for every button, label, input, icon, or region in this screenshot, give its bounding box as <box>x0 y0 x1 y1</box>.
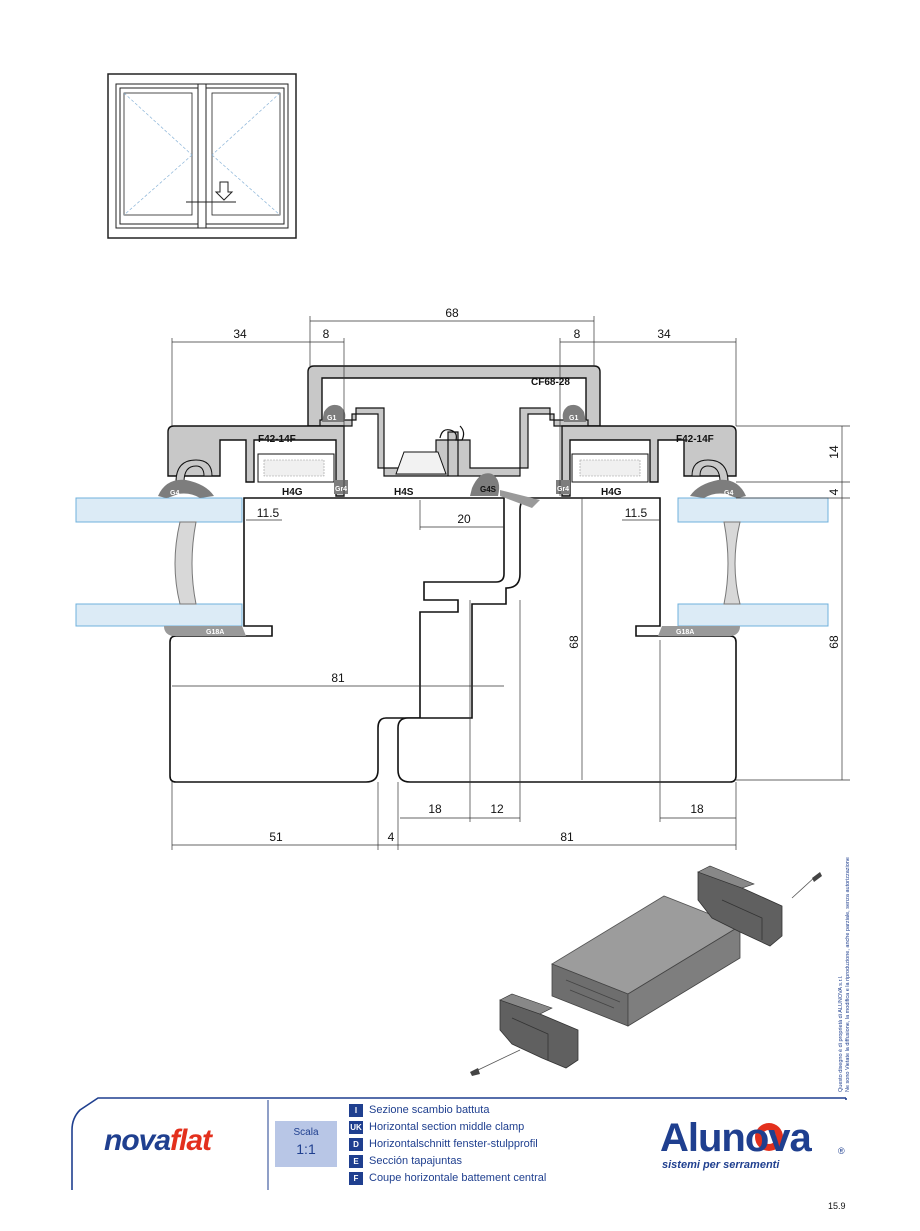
lang-row-de: D Horizontalschnitt fenster-stulpprofil <box>349 1136 546 1152</box>
dim-81-bottom: 81 <box>560 830 574 844</box>
isometric-render <box>470 865 822 1076</box>
label-g1-left: G1 <box>327 415 336 422</box>
dim-20: 20 <box>457 512 471 526</box>
dim-51: 51 <box>269 830 283 844</box>
lang-text: Horizontalschnitt fenster-stulpprofil <box>369 1138 538 1150</box>
language-list: I Sezione scambio battuta UK Horizontal se… <box>349 1102 546 1187</box>
lang-text: Coupe horizontale battement central <box>369 1172 547 1184</box>
dimension-labels: 68 34 8 8 34 14 4 11.5 11.5 20 81 68 68 … <box>233 306 841 844</box>
label-h4g-right: H4G <box>601 487 622 498</box>
frame-profile-left <box>167 425 345 497</box>
scale-value: 1:1 <box>296 1141 316 1157</box>
label-f42-right: F42-14F <box>676 434 714 445</box>
lang-code: F <box>349 1171 363 1185</box>
dim-34-right: 34 <box>657 327 671 341</box>
dim-18-right: 18 <box>690 802 704 816</box>
copyright-line-2: Ne sono Vietate la diffusione, la modifi… <box>845 857 851 1092</box>
right-sash-body <box>397 497 737 783</box>
dim-68-top: 68 <box>445 306 459 320</box>
lang-row-fr: F Coupe horizontale battement central <box>349 1170 546 1186</box>
label-cf68-28: CF68-28 <box>531 377 570 388</box>
novaflat-brand: novaflat <box>104 1124 212 1158</box>
copyright-line-1: Questo disegno è di proprietà di ALUNOVA… <box>838 975 844 1092</box>
dim-68-right: 68 <box>827 635 841 649</box>
page-number: 15.9 <box>828 1201 846 1211</box>
lang-code: UK <box>349 1120 363 1134</box>
alunova-tagline: sistemi per serramenti <box>662 1159 780 1171</box>
brand-flat: flat <box>170 1124 212 1157</box>
brand-nova: nova <box>104 1124 171 1157</box>
glass-panes <box>75 497 829 627</box>
lang-text: Sezione scambio battuta <box>369 1104 490 1116</box>
dim-81-left: 81 <box>331 671 345 685</box>
label-f42-left: F42-14F <box>258 434 296 445</box>
label-gr4-left: Gr4 <box>335 486 347 493</box>
left-sash-body <box>169 497 505 783</box>
label-h4s: H4S <box>394 487 414 498</box>
dim-8-right: 8 <box>574 327 581 341</box>
dim-18-left: 18 <box>428 802 442 816</box>
gaskets <box>158 404 746 636</box>
scale-label: Scala <box>293 1127 319 1138</box>
lang-text: Sección tapajuntas <box>369 1155 462 1167</box>
registered-mark: ® <box>838 1146 845 1156</box>
window-elevation-icon <box>107 73 297 239</box>
lang-row-it: I Sezione scambio battuta <box>349 1102 546 1118</box>
frame-profile-right <box>561 425 737 497</box>
lang-code: I <box>349 1103 363 1117</box>
label-g1-right: G1 <box>569 415 578 422</box>
footer-frame <box>71 1097 847 1190</box>
label-g18a-right: G18A <box>676 629 694 636</box>
dim-34-left: 34 <box>233 327 247 341</box>
dim-11-5-right: 11.5 <box>625 506 648 520</box>
dim-4-bottom: 4 <box>388 830 395 844</box>
lang-row-es: E Sección tapajuntas <box>349 1153 546 1169</box>
dim-14: 14 <box>827 445 841 459</box>
label-g18a-left: G18A <box>206 629 224 636</box>
alunova-logo-mark <box>755 1123 783 1151</box>
label-h4g-left: H4G <box>282 487 303 498</box>
lang-code: D <box>349 1137 363 1151</box>
dim-11-5-left: 11.5 <box>257 506 280 520</box>
label-gr4-right: Gr4 <box>557 486 569 493</box>
copyright-note: Questo disegno è di proprietà di ALUNOVA… <box>838 857 852 1092</box>
dim-8-left: 8 <box>323 327 330 341</box>
lang-code: E <box>349 1154 363 1168</box>
dimension-lines <box>171 316 850 850</box>
lang-row-uk: UK Horizontal section middle clamp <box>349 1119 546 1135</box>
alunova-logo: Alunova <box>660 1116 812 1160</box>
dim-12: 12 <box>490 802 504 816</box>
label-g4s: G4S <box>480 485 497 494</box>
scale-box: Scala 1:1 <box>275 1121 337 1167</box>
lang-text: Horizontal section middle clamp <box>369 1121 525 1133</box>
label-g4-left: G4 <box>170 490 179 497</box>
label-g4-right: G4 <box>724 490 733 497</box>
component-labels: CF68-28 F42-14F F42-14F H4G H4G H4S G4S … <box>170 377 733 636</box>
dim-68-center: 68 <box>567 635 581 649</box>
dim-4-right: 4 <box>827 488 841 495</box>
